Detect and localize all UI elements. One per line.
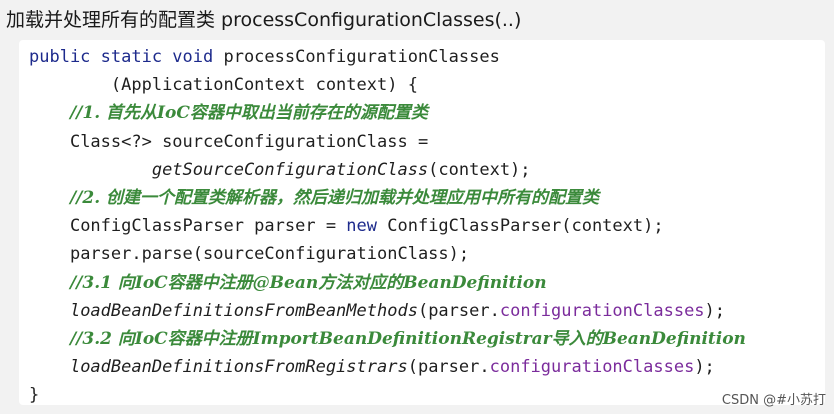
indent (29, 329, 70, 349)
code-block: public static void processConfigurationC… (29, 43, 746, 409)
code-text: parser.parse(sourceConfigurationClass); (69, 244, 470, 265)
code-line-3: //1. 首先从IoC容器中取出当前存在的源配置类 (29, 99, 746, 127)
comment-step-3-1: //3.1 向IoC容器中注册@Bean方法对应的BeanDefinition (69, 272, 547, 293)
code-line-6: //2. 创建一个配置类解析器，然后递归加载并处理应用中所有的配置类 (29, 184, 746, 212)
field-reference: configurationClasses (499, 300, 705, 321)
watermark: CSDN @#小苏打 (721, 393, 826, 408)
field-reference: configurationClasses (489, 357, 695, 378)
indent (29, 216, 70, 236)
code-text: ); (704, 300, 726, 321)
code-line-4: Class<?> sourceConfigurationClass = (29, 128, 746, 156)
code-text: Class<?> sourceConfigurationClass = (69, 131, 429, 152)
code-line-10: loadBeanDefinitionsFromBeanMethods(parse… (29, 297, 746, 325)
code-text: ConfigClassParser parser = (69, 216, 347, 237)
code-line-1: public static void processConfigurationC… (29, 43, 746, 71)
code-line-13: } (29, 381, 746, 409)
code-text: (parser. (417, 300, 500, 321)
code-panel: public static void processConfigurationC… (19, 40, 825, 405)
keyword-span: public static void (29, 47, 214, 67)
indent (29, 103, 70, 123)
parameter-list: (ApplicationContext context) { (110, 75, 418, 96)
static-method-call: loadBeanDefinitionsFromRegistrars (69, 357, 408, 378)
code-line-7: ConfigClassParser parser = new ConfigCla… (29, 212, 746, 240)
static-method-call: getSourceConfigurationClass (151, 159, 429, 180)
indent (29, 357, 70, 377)
code-line-2: (ApplicationContext context) { (29, 71, 746, 99)
indent (29, 244, 70, 264)
code-line-9: //3.1 向IoC容器中注册@Bean方法对应的BeanDefinition (29, 269, 746, 297)
code-line-5: getSourceConfigurationClass(context); (29, 156, 746, 184)
code-text: ); (694, 357, 715, 378)
code-text: (context); (428, 159, 531, 180)
code-text: ConfigClassParser(context); (377, 216, 664, 237)
indent (29, 132, 70, 152)
comment-step-1: //1. 首先从IoC容器中取出当前存在的源配置类 (69, 103, 428, 124)
method-name: processConfigurationClasses (213, 47, 500, 67)
keyword-new: new (346, 216, 378, 237)
comment-step-2: //2. 创建一个配置类解析器，然后递归加载并处理应用中所有的配置类 (69, 187, 600, 208)
indent (29, 75, 111, 95)
page-title: 加载并处理所有的配置类 processConfigurationClasses(… (6, 9, 522, 31)
code-line-12: loadBeanDefinitionsFromRegistrars(parser… (29, 353, 746, 381)
indent (29, 273, 70, 293)
closing-brace: } (29, 385, 40, 406)
indent (29, 301, 70, 321)
indent (29, 188, 70, 208)
indent (29, 160, 152, 180)
code-line-11: //3.2 向IoC容器中注册ImportBeanDefinitionRegis… (29, 325, 746, 353)
code-line-8: parser.parse(sourceConfigurationClass); (29, 240, 746, 268)
comment-step-3-2: //3.2 向IoC容器中注册ImportBeanDefinitionRegis… (69, 328, 746, 349)
code-text: (parser. (407, 357, 490, 378)
static-method-call: loadBeanDefinitionsFromBeanMethods (69, 300, 418, 321)
